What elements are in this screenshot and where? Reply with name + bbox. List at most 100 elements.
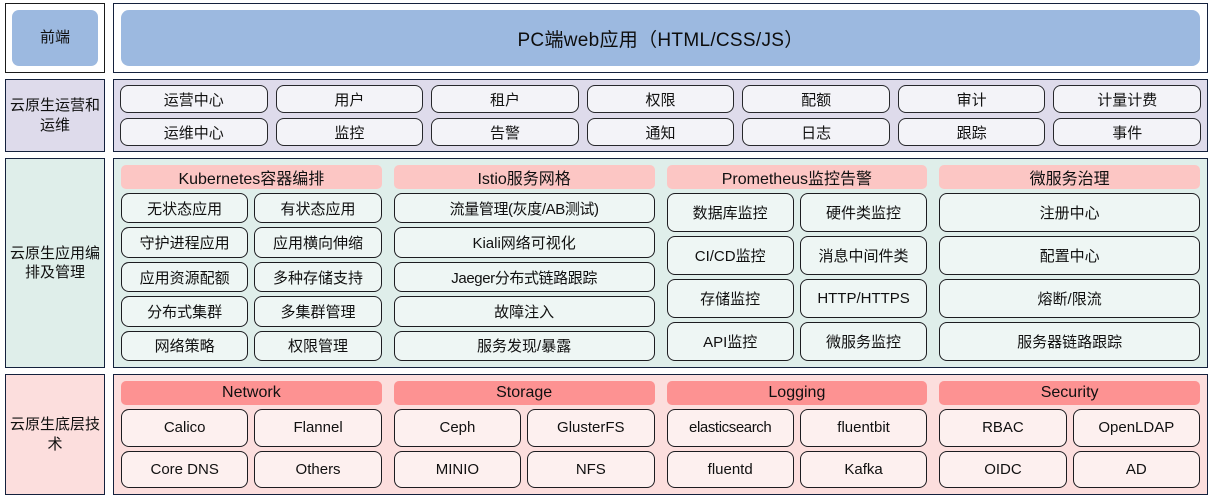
app-cell-row: API监控微服务监控 — [666, 322, 928, 361]
app-item[interactable]: 注册中心 — [939, 193, 1200, 232]
infra-item[interactable]: Others — [254, 450, 382, 488]
layer-ops: 云原生运营和运维 运营中心 用户 租户 权限 配额 审计 计量计费 运维中心 监… — [0, 76, 1212, 155]
infra-item[interactable]: fluentbit — [799, 409, 928, 447]
layer-label-ops: 云原生运营和运维 — [5, 79, 105, 152]
layer-label-app: 云原生应用编排及管理 — [5, 158, 105, 368]
infra-group-title: Logging — [666, 381, 928, 405]
ops-item[interactable]: 审计 — [897, 85, 1046, 113]
ops-item[interactable]: 用户 — [275, 85, 424, 113]
app-group-title: Prometheus监控告警 — [666, 165, 928, 189]
app-item[interactable]: 故障注入 — [393, 296, 655, 327]
app-cell-row: 流量管理(灰度/AB测试) — [393, 193, 655, 224]
infra-item[interactable]: MINIO — [393, 450, 522, 488]
app-group: Kubernetes容器编排无状态应用有状态应用守护进程应用应用横向伸缩应用资源… — [121, 165, 382, 362]
frontend-panel: PC端web应用（HTML/CSS/JS） — [113, 3, 1208, 73]
app-cell-row: Kiali网络可视化 — [393, 227, 655, 258]
app-cell-row: 网络策略权限管理 — [121, 330, 382, 362]
app-group-body: 注册中心配置中心熔断/限流服务器链路跟踪 — [939, 193, 1200, 361]
app-cell-row: 数据库监控硬件类监控 — [666, 193, 928, 232]
infra-item[interactable]: elasticsearch — [666, 409, 794, 447]
app-item[interactable]: 应用横向伸缩 — [254, 227, 382, 258]
infra-group-title: Storage — [393, 381, 655, 405]
ops-item[interactable]: 租户 — [431, 85, 579, 113]
app-cell-row: 注册中心 — [939, 193, 1200, 232]
app-item[interactable]: 流量管理(灰度/AB测试) — [393, 193, 655, 224]
infra-item[interactable]: OpenLDAP — [1072, 409, 1200, 447]
ops-item[interactable]: 日志 — [742, 118, 890, 146]
app-item[interactable]: 数据库监控 — [666, 193, 794, 232]
app-item[interactable]: 分布式集群 — [121, 296, 249, 327]
app-item[interactable]: 熔断/限流 — [939, 279, 1200, 318]
app-item[interactable]: 消息中间件类 — [799, 236, 928, 275]
app-item[interactable]: 权限管理 — [254, 330, 382, 362]
app-cell-row: 服务器链路跟踪 — [939, 322, 1200, 361]
app-cell-row: 服务发现/暴露 — [393, 330, 655, 362]
app-item[interactable]: 网络策略 — [121, 330, 249, 362]
app-item[interactable]: 硬件类监控 — [799, 193, 928, 232]
app-group-title: Kubernetes容器编排 — [121, 165, 382, 189]
app-cell-row: 应用资源配额多种存储支持 — [121, 261, 382, 293]
app-group-title: 微服务治理 — [939, 165, 1200, 189]
app-cell-row: 故障注入 — [393, 296, 655, 327]
app-cell-row: Jaeger分布式链路跟踪 — [393, 261, 655, 293]
app-item[interactable]: 无状态应用 — [121, 193, 249, 224]
ops-item[interactable]: 权限 — [586, 85, 735, 113]
app-item[interactable]: 服务器链路跟踪 — [939, 322, 1200, 361]
infra-item[interactable]: Core DNS — [121, 450, 249, 488]
app-item[interactable]: HTTP/HTTPS — [799, 279, 928, 318]
infra-item[interactable]: NFS — [527, 450, 655, 488]
app-item[interactable]: 多种存储支持 — [254, 261, 382, 293]
app-item[interactable]: 应用资源配额 — [121, 261, 249, 293]
infra-group-title: Network — [121, 381, 382, 405]
app-group-title: Istio服务网格 — [393, 165, 655, 189]
app-item[interactable]: 有状态应用 — [254, 193, 382, 224]
app-item[interactable]: 微服务监控 — [799, 322, 928, 361]
ops-item[interactable]: 事件 — [1053, 118, 1202, 146]
layer-app: 云原生应用编排及管理 Kubernetes容器编排无状态应用有状态应用守护进程应… — [0, 155, 1212, 371]
app-item[interactable]: Kiali网络可视化 — [393, 227, 655, 258]
infra-item[interactable]: Flannel — [254, 409, 382, 447]
infra-item[interactable]: OIDC — [939, 450, 1067, 488]
ops-item[interactable]: 告警 — [431, 118, 579, 146]
infra-item[interactable]: GlusterFS — [527, 409, 655, 447]
app-item[interactable]: 配置中心 — [939, 236, 1200, 275]
app-item[interactable]: 服务发现/暴露 — [393, 330, 655, 362]
ops-item[interactable]: 监控 — [275, 118, 424, 146]
ops-item[interactable]: 运维中心 — [120, 118, 268, 146]
ops-item[interactable]: 配额 — [742, 85, 890, 113]
ops-item[interactable]: 跟踪 — [897, 118, 1046, 146]
app-item[interactable]: Jaeger分布式链路跟踪 — [393, 261, 655, 293]
infra-item[interactable]: fluentd — [666, 450, 794, 488]
app-item[interactable]: 守护进程应用 — [121, 227, 249, 258]
ops-item[interactable]: 通知 — [586, 118, 735, 146]
app-cell-row: CI/CD监控消息中间件类 — [666, 236, 928, 275]
app-item[interactable]: CI/CD监控 — [666, 236, 794, 275]
app-item[interactable]: 存储监控 — [666, 279, 794, 318]
app-cell-row: 熔断/限流 — [939, 279, 1200, 318]
app-panel: Kubernetes容器编排无状态应用有状态应用守护进程应用应用横向伸缩应用资源… — [113, 158, 1208, 368]
ops-item[interactable]: 运营中心 — [120, 85, 268, 113]
infra-item[interactable]: Ceph — [393, 409, 522, 447]
app-item[interactable]: API监控 — [666, 322, 794, 361]
infra-item[interactable]: Kafka — [799, 450, 928, 488]
infra-item[interactable]: Calico — [121, 409, 249, 447]
app-item[interactable]: 多集群管理 — [254, 296, 382, 327]
ops-line-1: 运营中心 用户 租户 权限 配额 审计 计量计费 — [120, 85, 1202, 113]
layer-frontend: 前端 PC端web应用（HTML/CSS/JS） — [0, 0, 1212, 76]
infra-item[interactable]: AD — [1072, 450, 1200, 488]
infra-item[interactable]: RBAC — [939, 409, 1067, 447]
ops-item[interactable]: 计量计费 — [1053, 85, 1202, 113]
